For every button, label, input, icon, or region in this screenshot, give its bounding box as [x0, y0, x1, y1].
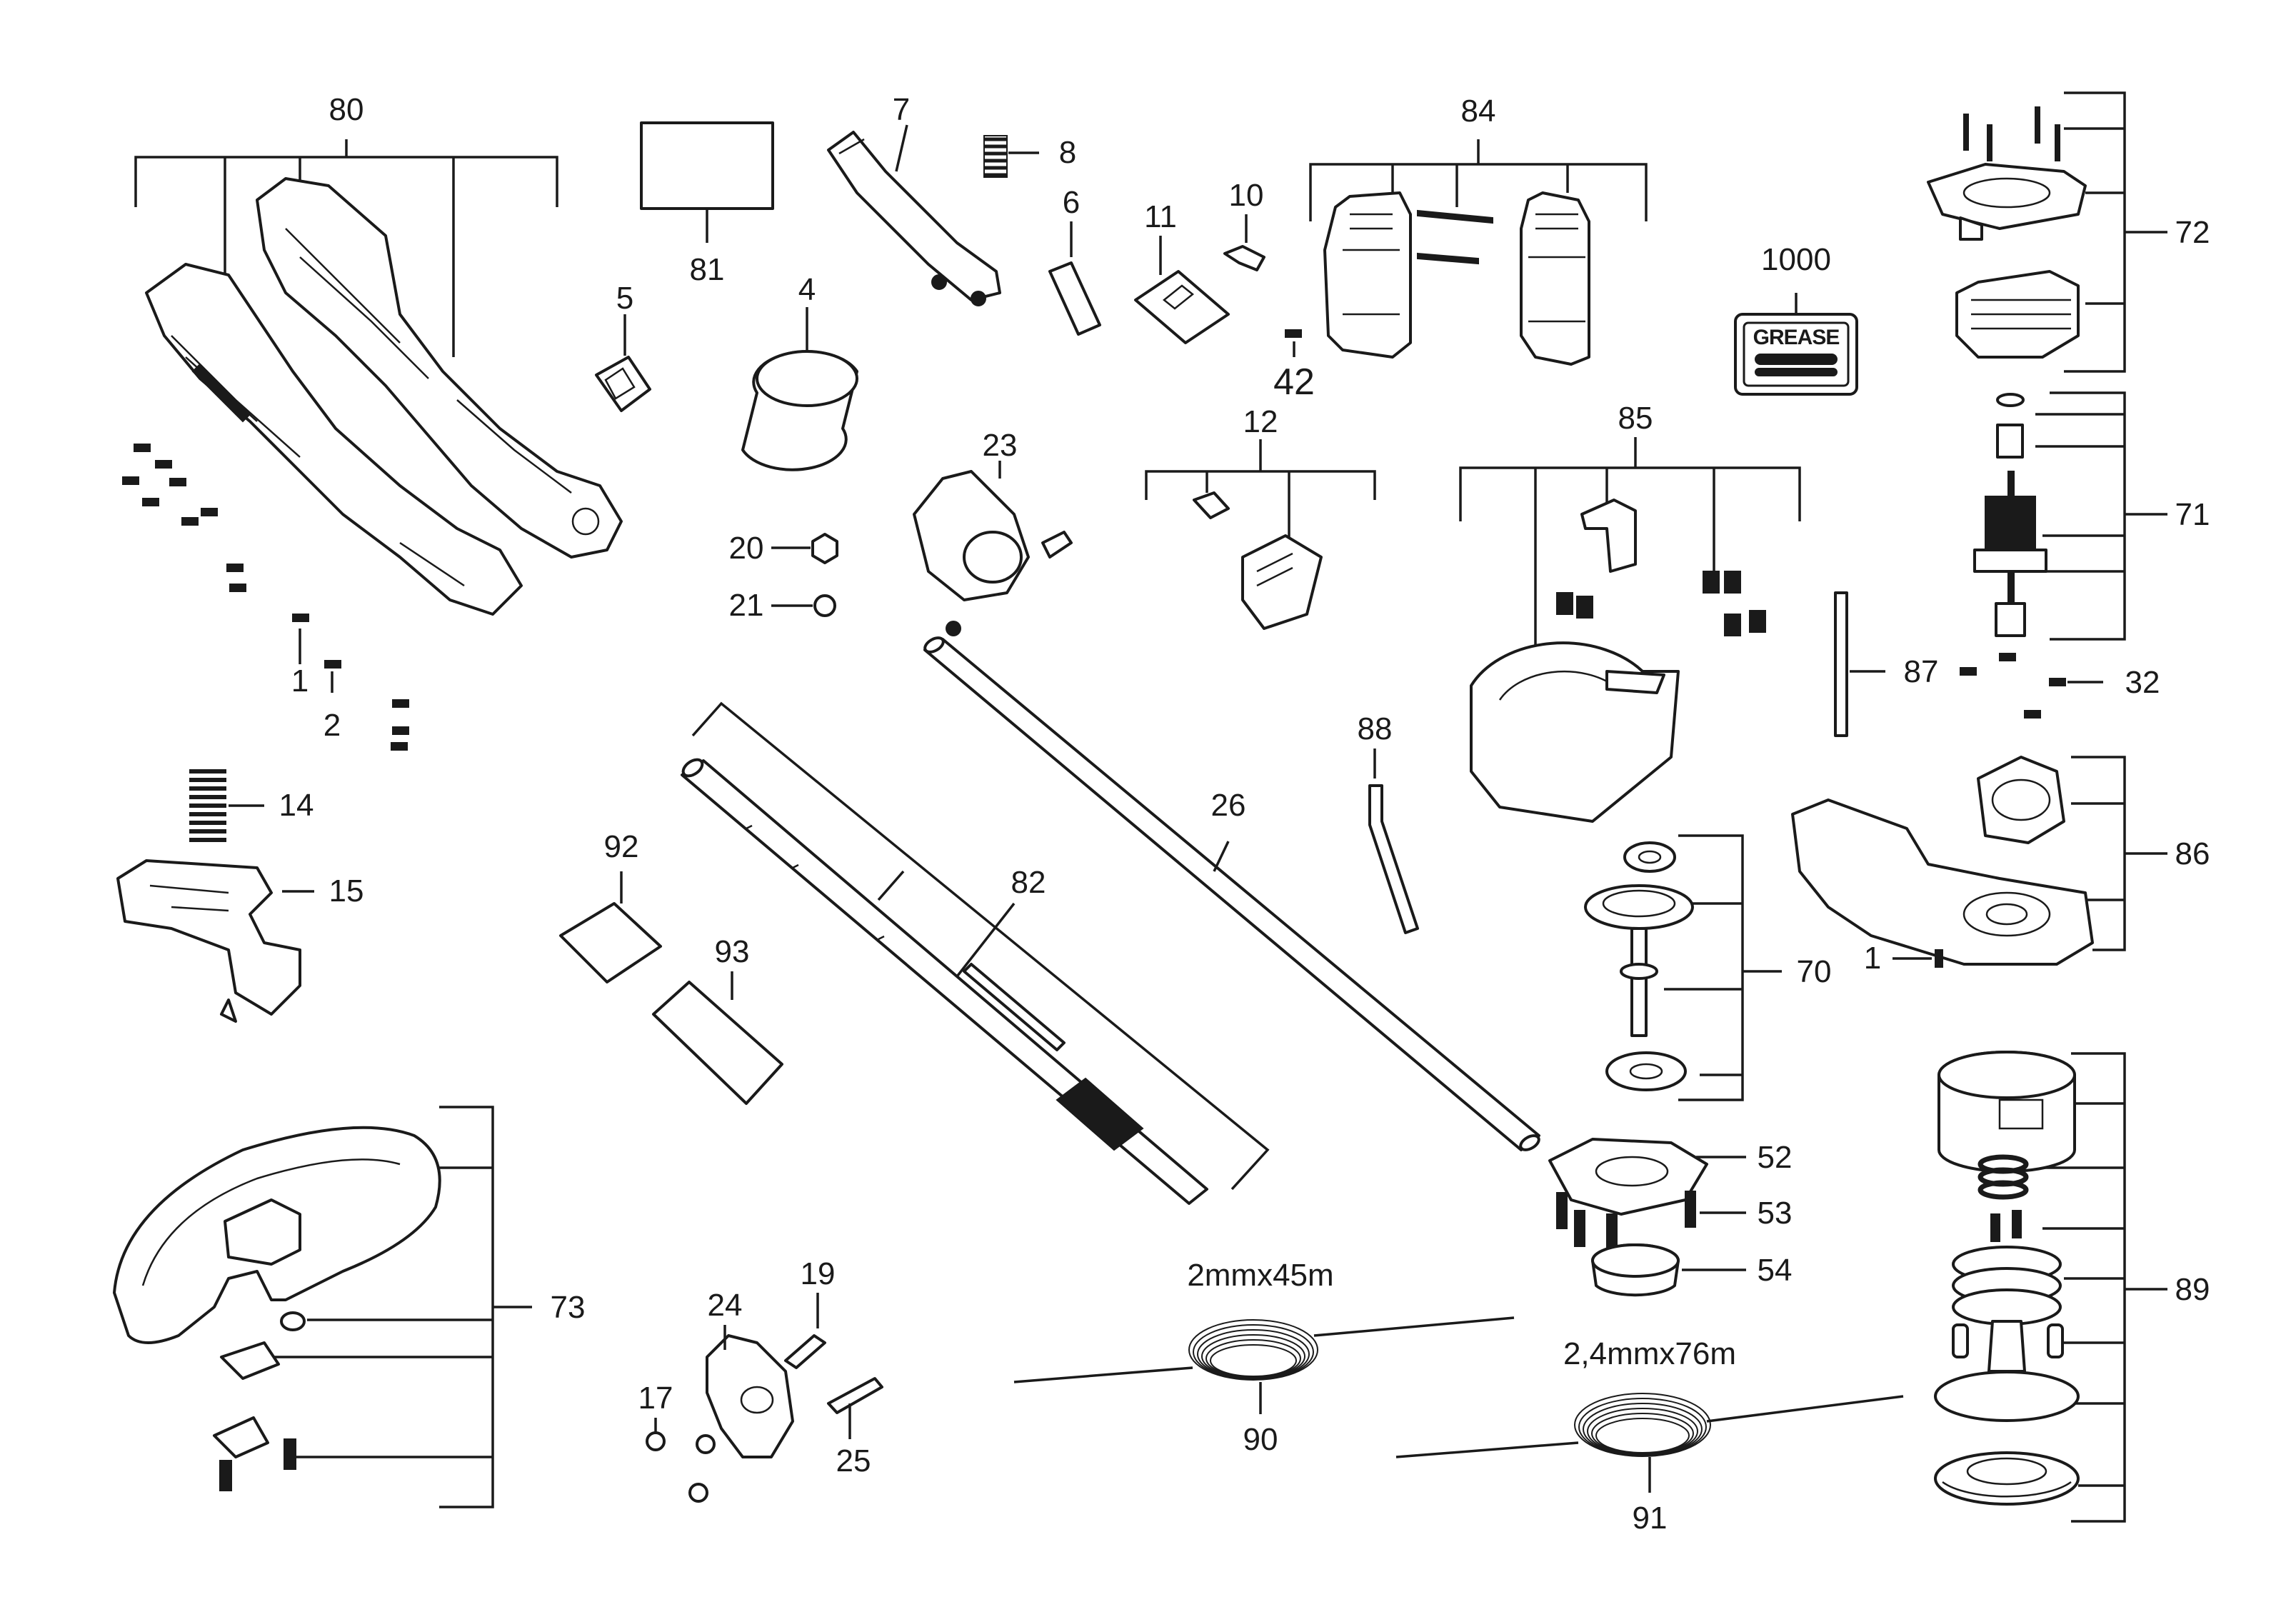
callout-1b: 1 [1864, 941, 1881, 976]
part-80-housing [122, 139, 623, 751]
callout-19: 19 [801, 1256, 836, 1291]
part-1000-grease: GREASE [1734, 293, 1858, 396]
part-89-trimmer-head [1934, 1051, 2167, 1523]
part-52-flange [1548, 1138, 1746, 1216]
callout-21: 21 [729, 588, 764, 623]
callout-32: 32 [2125, 665, 2160, 700]
part-1-screw [1893, 949, 1943, 968]
callout-90: 90 [1243, 1422, 1278, 1457]
callout-1000: 1000 [1761, 242, 1831, 277]
part-6-pin [1048, 221, 1101, 336]
part-11-plate [1134, 236, 1230, 344]
callout-85: 85 [1618, 401, 1653, 436]
callout-80: 80 [329, 92, 364, 127]
line-spec-91: 2,4mmx76m [1563, 1336, 1736, 1371]
callout-70: 70 [1797, 954, 1832, 989]
part-87-rod [1834, 591, 1885, 737]
callout-7: 7 [893, 92, 910, 127]
callout-2: 2 [324, 708, 341, 743]
callout-92: 92 [604, 829, 639, 864]
callout-4: 4 [798, 272, 816, 307]
part-91-line-spool [1395, 1393, 1904, 1493]
part-8-spring [983, 135, 1039, 178]
part-20-nut [771, 533, 838, 564]
part-25-bolt [827, 1377, 883, 1439]
callout-84: 84 [1461, 94, 1496, 129]
part-72-motor-head [1927, 91, 2167, 373]
part-81-label [640, 121, 774, 243]
callout-11: 11 [1144, 199, 1177, 234]
part-10-clip [1223, 214, 1265, 271]
part-32-screws [1960, 653, 2103, 719]
callout-15: 15 [329, 873, 364, 908]
part-88-hex-key [1368, 749, 1419, 934]
callout-10: 10 [1229, 178, 1264, 213]
callout-5: 5 [616, 281, 633, 316]
part-4-ring [741, 307, 858, 471]
grease-label: GREASE [1753, 326, 1840, 349]
part-86-gear-housing [1791, 756, 2167, 966]
callout-81: 81 [690, 252, 725, 287]
callout-20: 20 [729, 531, 764, 566]
part-17-nuts [646, 1418, 716, 1503]
callout-54: 54 [1758, 1253, 1793, 1288]
callout-42: 42 [1273, 361, 1315, 403]
callout-23: 23 [983, 428, 1018, 463]
part-7-lock-lever [827, 124, 1001, 306]
callout-12: 12 [1243, 404, 1278, 439]
part-92-label [559, 871, 662, 983]
housing-screws [122, 444, 409, 751]
part-85-guard [1459, 437, 1801, 823]
part-90-line-spool [1013, 1316, 1515, 1414]
callout-17: 17 [638, 1381, 673, 1416]
callout-72: 72 [2175, 215, 2210, 250]
callout-6: 6 [1063, 185, 1080, 220]
part-73-front-handle [113, 1106, 532, 1508]
part-24-clamp [706, 1325, 794, 1458]
callout-93: 93 [715, 934, 750, 969]
callout-8: 8 [1059, 135, 1076, 170]
callout-53: 53 [1758, 1196, 1793, 1231]
part-93-label [652, 971, 783, 1105]
part-21-bolt [771, 594, 836, 617]
part-5-cover [595, 314, 651, 412]
part-42-screw [1285, 329, 1302, 357]
part-23-coupler [913, 461, 1073, 636]
part-12-switch [1145, 439, 1376, 630]
callout-26: 26 [1211, 788, 1246, 823]
callout-89: 89 [2175, 1272, 2210, 1307]
callout-25: 25 [836, 1443, 871, 1478]
callout-52: 52 [1758, 1140, 1793, 1175]
callout-1: 1 [291, 664, 309, 699]
callout-71: 71 [2175, 497, 2210, 532]
part-84-battery-housing [1309, 139, 1648, 366]
part-70-gear-set [1584, 834, 1782, 1101]
part-53-screws [1556, 1191, 1746, 1251]
part-82-tube [681, 701, 1270, 1205]
part-14-spring [189, 768, 264, 843]
callout-24: 24 [708, 1288, 743, 1323]
line-spec-90: 2mmx45m [1187, 1258, 1333, 1293]
callout-91: 91 [1633, 1501, 1668, 1536]
part-54-cup [1591, 1243, 1746, 1297]
part-15-bracket [116, 859, 314, 1023]
callout-87: 87 [1904, 654, 1939, 689]
part-26-shaft [923, 636, 1540, 1151]
callout-73: 73 [551, 1290, 586, 1325]
callout-14: 14 [279, 788, 314, 823]
callout-86: 86 [2175, 836, 2210, 871]
part-19-bolt [784, 1293, 826, 1369]
part-71-rotor [1973, 391, 2167, 641]
callout-82: 82 [1011, 865, 1046, 900]
callout-88: 88 [1358, 711, 1393, 746]
